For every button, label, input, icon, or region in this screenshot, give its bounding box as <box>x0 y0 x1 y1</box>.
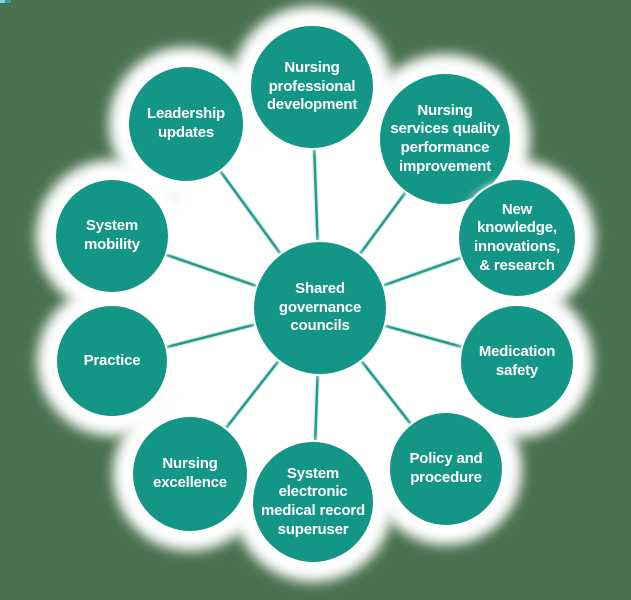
node-label-line: System <box>85 217 139 235</box>
node-label-line: safety <box>495 362 539 379</box>
corner-artifact-dark <box>5 0 11 3</box>
node-label-line: electronic <box>278 483 348 501</box>
corner-artifact-light <box>0 0 5 3</box>
node-label-line: mobility <box>84 236 140 253</box>
node-label-line: Practice <box>83 351 141 369</box>
node-label-line: Nursing <box>162 455 218 473</box>
node-label-line: Nursing <box>284 58 340 76</box>
node-label-line: services quality <box>390 120 500 138</box>
node-label-line: superuser <box>277 520 349 538</box>
node-label-line: & research <box>479 256 555 274</box>
node-label-line: System <box>286 464 340 482</box>
node-label-line: medical record <box>261 502 365 519</box>
node-label-line: performance <box>400 139 490 156</box>
node-label-line: innovations, <box>474 238 560 255</box>
node-practice: Practice <box>57 306 167 416</box>
node-label-line: New <box>501 200 533 218</box>
node-label-line: Leadership <box>146 105 226 123</box>
node-label-line: Policy and <box>409 450 483 468</box>
node-label-line: Nursing <box>417 101 473 119</box>
node-label-line: excellence <box>153 474 227 491</box>
node-label-line: governance <box>278 298 362 316</box>
node-label-line: procedure <box>410 469 482 486</box>
node-label-line: councils <box>290 317 350 335</box>
node-label-line: Medication <box>478 343 556 361</box>
node-label-line: development <box>266 96 358 114</box>
node-label-line: professional <box>268 77 356 95</box>
node-label-line: improvement <box>399 157 491 175</box>
node-label-line: knowledge, <box>477 219 557 237</box>
node-label-line: updates <box>157 124 215 141</box>
node-label-line: Shared <box>295 279 345 297</box>
